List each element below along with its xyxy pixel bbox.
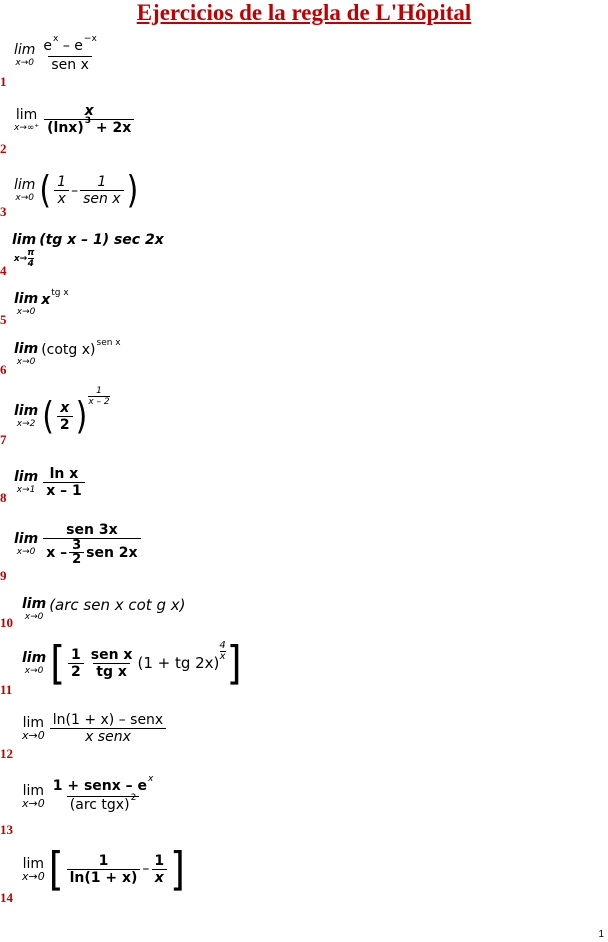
exercise-number: 11 (0, 682, 13, 697)
page-number: 1 (598, 929, 604, 940)
exercise-number: 3 (0, 204, 7, 219)
page-title: Ejercicios de la regla de L'Hôpital (136, 0, 472, 25)
exercise-number: 1 (0, 74, 7, 89)
exercise-number: 6 (0, 362, 7, 377)
exercise-number: 13 (0, 822, 13, 837)
exercise-number: 4 (0, 263, 7, 278)
exercise-number: 8 (0, 490, 7, 505)
exercise-number: 2 (0, 141, 7, 156)
exercise-number: 5 (0, 312, 7, 327)
exercise-number: 12 (0, 746, 13, 761)
exercise-number: 9 (0, 568, 7, 583)
exercise-number: 14 (0, 890, 13, 905)
exercise-number: 7 (0, 432, 7, 447)
exercise-number: 10 (0, 615, 13, 630)
